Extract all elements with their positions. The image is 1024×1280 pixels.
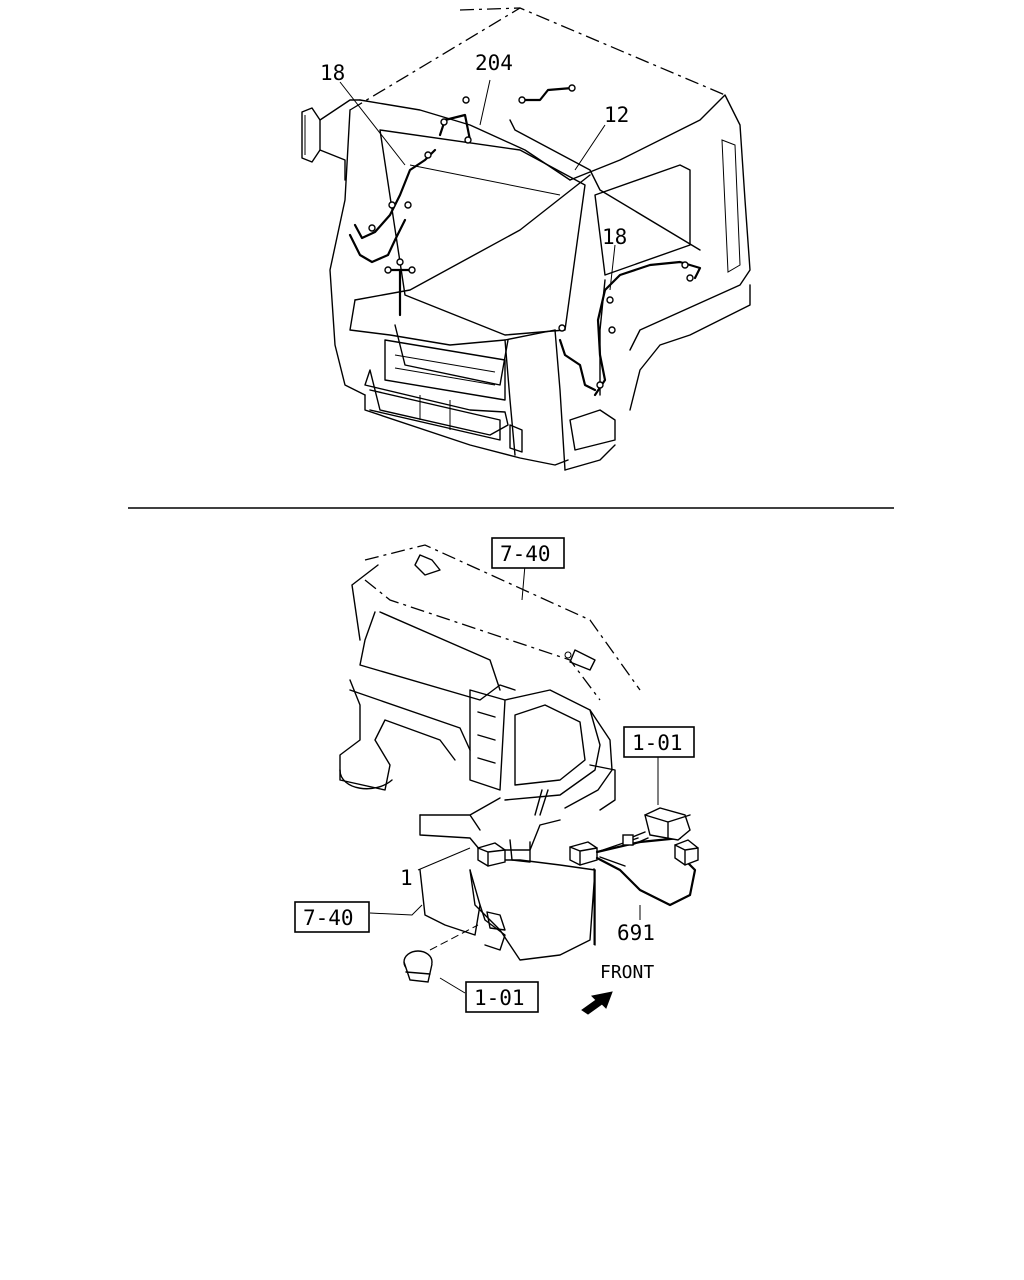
front-arrow-icon [581,991,613,1015]
label-harness-right: 18 [602,225,627,249]
label-front: FRONT [600,962,654,983]
ref-switch-lower-label: 1-01 [474,986,525,1010]
label-harness-roof: 204 [475,51,513,75]
ref-dash-lower-label: 7-40 [303,906,354,930]
ref-box-switch-lower [465,981,539,1013]
ref-box-switch-upper [623,726,695,758]
label-cab-harness: 12 [604,103,629,127]
label-bracket: 1 [400,866,413,890]
truck-cab-view: 18 204 12 18 [301,7,751,471]
ref-box-dash-top [491,537,565,569]
ref-switch-upper-label: 1-01 [632,731,683,755]
ref-dash-top-label: 7-40 [500,542,551,566]
dashboard-view: 7-40 1-01 7-40 1-01 1 691 FRONT [294,537,699,1015]
ref-box-dash-lower [294,901,370,933]
label-harness-691: 691 [617,921,655,945]
label-harness-left: 18 [320,61,345,85]
